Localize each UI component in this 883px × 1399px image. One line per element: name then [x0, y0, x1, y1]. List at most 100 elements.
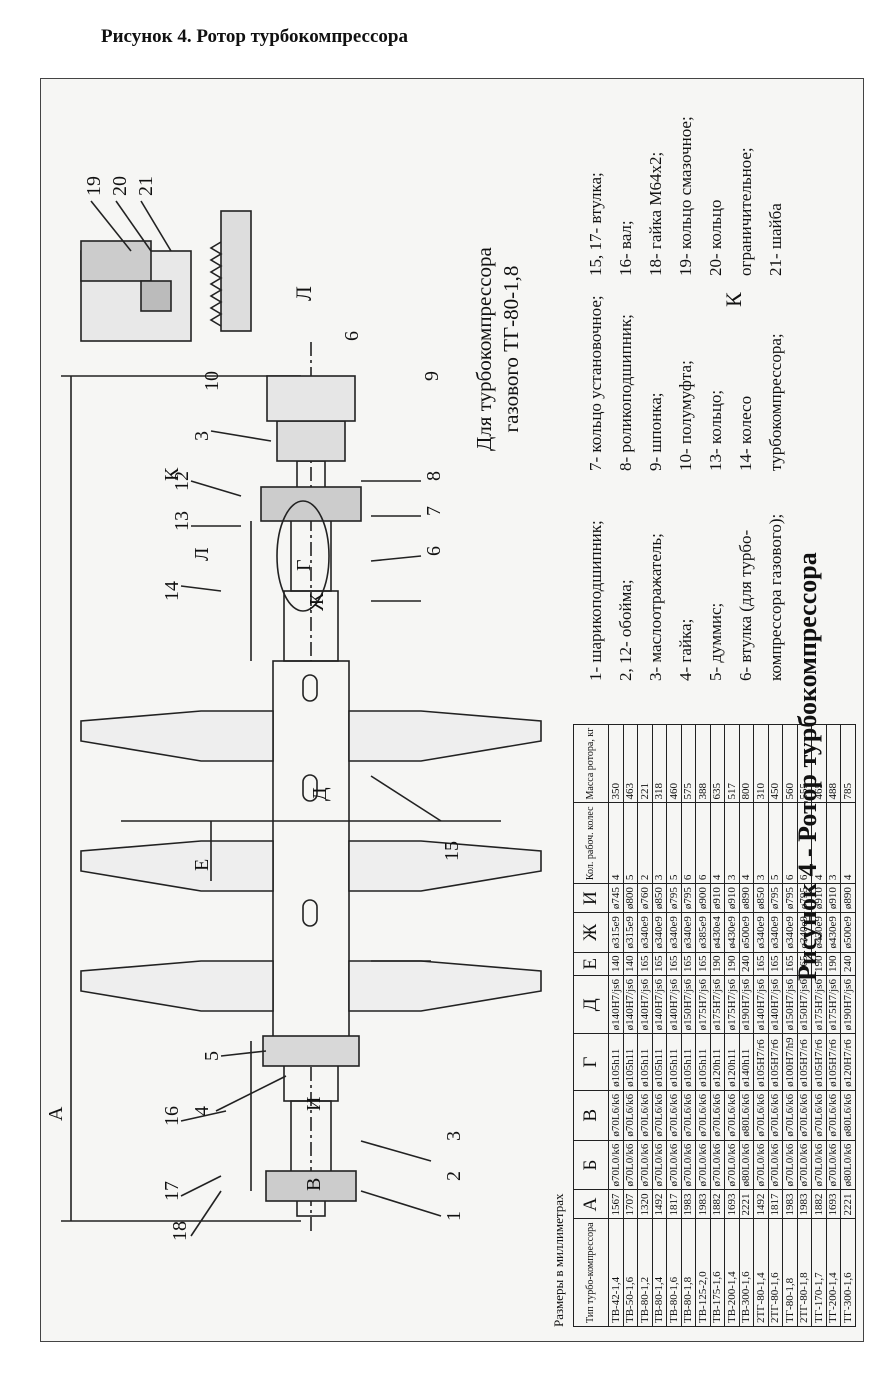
- table-cell: ТВ-80-1,8: [681, 1218, 696, 1327]
- part-number-15: 15: [441, 841, 463, 861]
- part-number-12: 12: [171, 471, 193, 491]
- table-cell: ø175H7/js6: [710, 975, 725, 1034]
- table-cell: 4: [739, 802, 754, 884]
- table-cell: ø105H7/r6: [768, 1033, 783, 1091]
- table-cell: ø795: [666, 883, 681, 913]
- table-cell: 221: [637, 724, 652, 803]
- table-cell: ø140H7/js6: [753, 975, 768, 1034]
- table-cell: ø70L0/k6: [637, 1140, 652, 1190]
- legend-item: 5- думмис;: [706, 602, 725, 681]
- table-cell: 165: [753, 952, 768, 976]
- legend-item: 2, 12- обойма;: [616, 579, 635, 681]
- part-number-4: 4: [191, 1106, 213, 1116]
- table-header: Е: [573, 952, 609, 976]
- dimension-label-v: В: [303, 1177, 325, 1191]
- table-cell: ø70L0/k6: [724, 1140, 739, 1190]
- part-number-1: 1: [443, 1211, 465, 1221]
- legend-item: 21- шайба: [766, 203, 785, 276]
- table-cell: 6: [695, 802, 710, 884]
- table-cell: ø70L0/k6: [797, 1140, 812, 1190]
- table-cell: ø70L0/k6: [681, 1140, 696, 1190]
- table-cell: ø140H7/js6: [666, 975, 681, 1034]
- table-cell: 165: [652, 952, 667, 976]
- scanned-drawing-page: А Е Ж В Д Г И Л К 18 17 16 4 5 15 14 13 …: [40, 78, 864, 1342]
- table-cell: 4: [840, 802, 855, 884]
- table-cell: ø70L6/k6: [681, 1090, 696, 1141]
- table-cell: ø70L0/k6: [782, 1140, 797, 1190]
- table-cell: ø105H7/r6: [826, 1033, 841, 1091]
- table-cell: ø70L6/k6: [826, 1090, 841, 1141]
- table-cell: ø105H7/r6: [811, 1033, 826, 1091]
- legend-item: 6- втулка (для турбо-: [736, 529, 755, 681]
- table-cell: ø150H7/js6: [797, 975, 812, 1034]
- part-number-21: 21: [135, 176, 157, 196]
- legend-item: 3- маслоотражатель;: [646, 533, 665, 681]
- table-cell: 460: [666, 724, 681, 803]
- table-cell: ø105H7/r6: [797, 1033, 812, 1091]
- legend-column-3: 15, 17- втулка; 16- вал; 18- гайка М64х2…: [581, 116, 791, 276]
- table-cell: 1817: [666, 1189, 681, 1219]
- table-cell: ø340e9: [637, 912, 652, 953]
- table-cell: ø795: [768, 883, 783, 913]
- table-header: А: [573, 1189, 609, 1219]
- table-cell: ø70L6/k6: [710, 1090, 725, 1141]
- table-cell: ø70L0/k6: [826, 1140, 841, 1190]
- table-cell: ТГ-170-1,7: [811, 1218, 826, 1327]
- table-cell: ø910: [724, 883, 739, 913]
- table-cell: ТВ-125-2,0: [695, 1218, 710, 1327]
- legend-item: 14- колесо: [736, 395, 755, 471]
- inset-label-l: Л: [291, 286, 316, 301]
- table-cell: ø70L0/k6: [608, 1140, 623, 1190]
- table-cell: 165: [768, 952, 783, 976]
- inset-title-line-2: газового ТГ-80-1,8: [499, 265, 523, 433]
- table-cell: ø70L0/k6: [652, 1140, 667, 1190]
- table-cell: 1693: [826, 1189, 841, 1219]
- table-cell: 2ТГ-80-1,4: [753, 1218, 768, 1327]
- part-number-19: 19: [83, 176, 105, 196]
- table-cell: 2ТГ-80-1,6: [768, 1218, 783, 1327]
- table-cell: ø190H7/js6: [840, 975, 855, 1034]
- inset-label-6: 6: [341, 331, 363, 341]
- table-cell: 350: [608, 724, 623, 803]
- table-cell: ø150H7/js6: [782, 975, 797, 1034]
- table-cell: 1707: [623, 1189, 638, 1219]
- table-cell: ø70L6/k6: [768, 1090, 783, 1141]
- table-cell: 3: [652, 802, 667, 884]
- table-cell: ø800: [623, 883, 638, 913]
- part-number-16: 16: [161, 1106, 183, 1126]
- table-cell: ø70L0/k6: [695, 1140, 710, 1190]
- table-cell: 190: [826, 952, 841, 976]
- detail-label-l: Л: [191, 547, 213, 561]
- table-cell: ø80L6/k6: [739, 1090, 754, 1141]
- table-header: И: [573, 883, 609, 913]
- legend-item: компрессора газового);: [766, 513, 785, 681]
- legend-item: 16- вал;: [616, 220, 635, 276]
- part-number-5: 5: [201, 1051, 223, 1061]
- table-cell: 140: [608, 952, 623, 976]
- table-cell: 4: [608, 802, 623, 884]
- table-cell: 165: [637, 952, 652, 976]
- table-cell: 1320: [637, 1189, 652, 1219]
- table-cell: ø175H7/js6: [724, 975, 739, 1034]
- table-cell: ø105H7/r6: [753, 1033, 768, 1091]
- table-cell: ø70L6/k6: [811, 1090, 826, 1141]
- table-cell: ø105h11: [623, 1033, 638, 1091]
- legend-item: 1- шарикоподшипник;: [586, 520, 605, 681]
- table-cell: ø100H7/h9: [782, 1033, 797, 1091]
- part-number-17: 17: [161, 1181, 183, 1201]
- table-cell: 165: [695, 952, 710, 976]
- table-cell: ø340e9: [753, 912, 768, 953]
- legend-item: турбокомпрессора;: [766, 333, 785, 471]
- table-cell: ø105h11: [652, 1033, 667, 1091]
- table-cell: 1882: [811, 1189, 826, 1219]
- table-cell: ТГ-80-1,8: [782, 1218, 797, 1327]
- table-cell: 1983: [681, 1189, 696, 1219]
- table-cell: ø150H7/js6: [681, 975, 696, 1034]
- table-cell: ø80L6/k6: [840, 1090, 855, 1141]
- table-cell: 2ТГ-80-1,8: [797, 1218, 812, 1327]
